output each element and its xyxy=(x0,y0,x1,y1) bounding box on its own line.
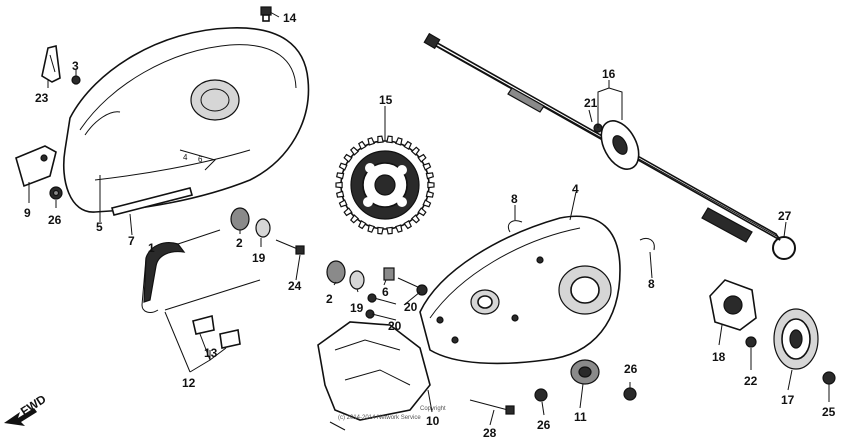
small-bolt-part xyxy=(365,267,428,319)
callout-8-left: 8 xyxy=(511,192,518,206)
sprocket-tooth xyxy=(425,190,434,198)
bracket-part xyxy=(41,45,61,83)
callout-16: 16 xyxy=(602,67,616,81)
callout-26-bottom: 26 xyxy=(537,418,551,432)
sprocket-tooth xyxy=(338,199,348,208)
callout-15: 15 xyxy=(379,93,393,107)
lower-chain-case xyxy=(419,215,621,365)
sprocket-tooth xyxy=(343,153,353,163)
callout-9: 9 xyxy=(24,206,31,220)
callout-19-upper: 19 xyxy=(252,251,266,265)
callout-20-upper: 20 xyxy=(404,300,418,314)
sprocket-tooth xyxy=(394,137,403,146)
callout-8-right: 8 xyxy=(648,277,655,291)
sprocket-tooth xyxy=(394,224,403,233)
callout-6: 6 xyxy=(382,285,389,299)
callout-24: 24 xyxy=(288,279,302,293)
sprocket-tooth xyxy=(417,153,427,163)
sprocket-tooth xyxy=(377,226,384,235)
mount-bracket-part xyxy=(15,145,57,188)
bearing-part xyxy=(570,359,600,385)
sprocket-tooth xyxy=(349,214,360,224)
left-chain-case: 4 6 xyxy=(63,27,310,213)
chain-joint-part xyxy=(192,314,241,349)
callout-2-lower: 2 xyxy=(326,292,333,306)
sprocket-tooth xyxy=(367,224,376,233)
sprocket-tooth xyxy=(386,135,393,144)
callout-26-mid: 26 xyxy=(624,362,638,376)
sprocket-tooth xyxy=(403,220,412,230)
callout-2-upper: 2 xyxy=(236,236,243,250)
callout-25: 25 xyxy=(822,405,836,419)
flange-nut-part xyxy=(49,186,63,200)
callout-11: 11 xyxy=(574,410,587,424)
flange-nut-part-group xyxy=(534,371,836,402)
callout-17: 17 xyxy=(781,393,795,407)
nut-part xyxy=(71,75,81,85)
sprocket xyxy=(335,135,435,235)
bolt-part xyxy=(260,6,272,22)
callout-1: 1 xyxy=(148,241,155,255)
callout-13: 13 xyxy=(204,346,218,360)
callout-22: 22 xyxy=(744,374,758,388)
snap-ring-part xyxy=(772,236,796,260)
sprocket-tooth xyxy=(410,214,421,224)
sprocket-tooth xyxy=(377,135,384,144)
callout-7: 7 xyxy=(128,234,135,248)
bushing-part xyxy=(230,207,365,290)
sprocket-tooth xyxy=(343,207,353,217)
drive-chain xyxy=(141,229,261,313)
callout-labels: 14 3 23 9 26 5 7 2 19 24 1 13 12 15 2 19… xyxy=(24,11,836,440)
sprocket-tooth xyxy=(417,207,427,217)
chain-guide-strip xyxy=(111,187,193,216)
leader-lines xyxy=(28,11,830,426)
fwd-label: FWD xyxy=(18,392,49,419)
sprocket-tooth xyxy=(335,181,343,189)
nut-part-22 xyxy=(745,336,757,348)
callout-21: 21 xyxy=(584,96,598,110)
sprocket-tooth xyxy=(410,146,421,156)
sprocket-tooth xyxy=(425,172,434,180)
sprocket-tooth xyxy=(367,137,376,146)
svg-text:4: 4 xyxy=(183,153,188,162)
callout-20-lower: 20 xyxy=(388,319,402,333)
callout-10: 10 xyxy=(426,414,440,428)
callout-4: 4 xyxy=(572,182,579,196)
front-guard xyxy=(317,321,431,431)
sprocket-tooth xyxy=(336,172,345,180)
sprocket-tooth xyxy=(427,181,435,189)
callout-18: 18 xyxy=(712,350,726,364)
callout-14: 14 xyxy=(283,11,297,25)
sprocket-tooth xyxy=(403,140,412,150)
sprocket-tooth xyxy=(358,220,367,230)
sprocket-tooth xyxy=(422,162,432,171)
sprocket-tooth xyxy=(386,226,393,235)
forward-arrow: FWD xyxy=(4,392,49,426)
svg-text:6: 6 xyxy=(198,155,203,164)
callout-12: 12 xyxy=(182,376,196,390)
hub-part xyxy=(773,308,819,370)
callout-23: 23 xyxy=(35,91,49,105)
callout-27: 27 xyxy=(778,209,792,223)
retainer-clip-part xyxy=(507,220,655,251)
callout-26-left: 26 xyxy=(48,213,62,227)
sprocket-tooth xyxy=(358,140,367,150)
bearing-holder-part xyxy=(709,279,757,331)
copyright-line1: Copyright xyxy=(420,406,446,412)
callout-5: 5 xyxy=(96,220,103,234)
rear-axle xyxy=(423,32,781,243)
bolt-part-24 xyxy=(275,239,305,255)
sprocket-tooth xyxy=(336,190,345,198)
callout-19-lower: 19 xyxy=(350,301,364,315)
sprocket-tooth xyxy=(338,162,348,171)
sprocket-tooth xyxy=(422,199,432,208)
callout-28: 28 xyxy=(483,426,497,440)
copyright-line2: (c) 2014-2014 Network Service xyxy=(338,415,421,421)
callout-3: 3 xyxy=(72,59,79,73)
long-bolt-part xyxy=(469,399,515,415)
sprocket-tooth xyxy=(349,146,360,156)
